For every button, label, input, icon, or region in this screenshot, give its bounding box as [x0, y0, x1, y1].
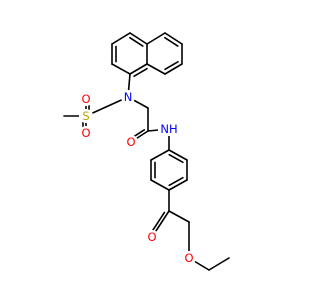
- atom-o-ester: O: [182, 251, 196, 265]
- bond-naph: [164, 32, 183, 45]
- bond-naph: [129, 63, 148, 75]
- atom-o-ester-carbonyl: O: [145, 230, 159, 244]
- atom-o-sulfonyl-top: O: [79, 92, 93, 106]
- svg-text:S: S: [82, 109, 89, 123]
- svg-text:O: O: [81, 92, 90, 106]
- atom-labels: S O O N O NH O O: [79, 90, 196, 265]
- bond-ethyl-2: [208, 257, 230, 271]
- svg-text:O: O: [184, 251, 193, 265]
- bond-ester-o: [168, 210, 190, 223]
- atom-nh-amide: NH: [158, 122, 180, 136]
- svg-text:O: O: [81, 126, 90, 140]
- bond-naph: [146, 63, 166, 75]
- svg-text:O: O: [147, 230, 156, 244]
- bond-naph: [129, 32, 148, 45]
- bond-naph-inner: [133, 67, 148, 78]
- svg-text:NH: NH: [160, 122, 177, 136]
- bond-naph: [111, 32, 131, 45]
- atom-s: S: [79, 109, 93, 123]
- bond-benz: [150, 149, 170, 161]
- molecule-structure: S O O N O NH O O: [63, 32, 230, 271]
- bond-naph-inner: [164, 60, 179, 71]
- bond-naph: [146, 32, 166, 45]
- bond-benz: [168, 149, 188, 161]
- bond-naph-inner: [164, 36, 179, 47]
- bond-benz-inner: [168, 176, 184, 187]
- bond-naph: [111, 63, 131, 75]
- atom-o-amide: O: [124, 135, 138, 149]
- bond-benz: [150, 179, 170, 191]
- bond-benz: [168, 179, 188, 191]
- svg-text:N: N: [124, 90, 133, 104]
- atom-o-sulfonyl-bottom: O: [79, 126, 93, 140]
- bond-naph: [164, 63, 183, 75]
- bond-ester-carbonyl-double: [150, 211, 166, 234]
- bond-naph-inner: [129, 36, 144, 47]
- bond-n-s: [85, 96, 129, 117]
- atom-n-sulfonamide: N: [121, 90, 135, 104]
- bond-benz-inner: [168, 153, 184, 164]
- svg-text:O: O: [126, 135, 135, 149]
